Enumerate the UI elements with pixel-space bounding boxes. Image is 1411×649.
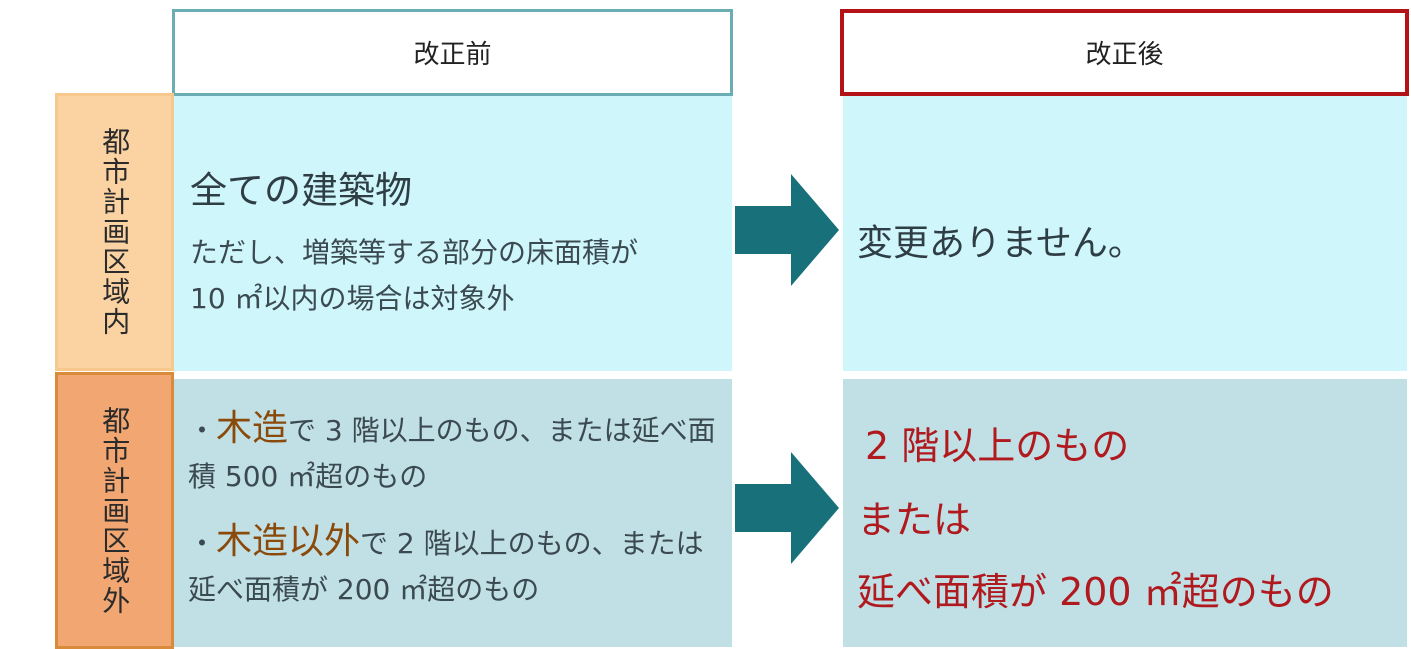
outer-after-line-1: 2 階以上のもの [865, 424, 1130, 468]
row-label-outer-text: 都市計画区域外 [98, 405, 132, 616]
inner-before-main: 全ての建築物 [190, 169, 412, 212]
arrow-right-icon [735, 452, 839, 564]
row-label-inner: 都市計画区域内 [55, 93, 174, 371]
outer-after-line-3: 延べ面積が 200 ㎡超のもの [857, 570, 1334, 614]
inner-before-note-line2: 10 ㎡以内の場合は対象外 [190, 282, 515, 315]
cell-outer-after: 2 階以上のもの または 延べ面積が 200 ㎡超のもの [843, 379, 1407, 647]
arrow-right-icon [735, 174, 839, 286]
row-label-outer: 都市計画区域外 [55, 372, 174, 649]
row-label-inner-text: 都市計画区域内 [98, 127, 132, 337]
bullet-1-text: で 3 階以上のもの、または延べ面積 500 ㎡超のもの [188, 414, 716, 493]
cell-inner-before: 全ての建築物 ただし、増築等する部分の床面積が 10 ㎡以内の場合は対象外 [174, 96, 732, 371]
bullet-1-highlight: 木造 [216, 408, 289, 449]
outer-after-line-2: または [857, 498, 972, 542]
cell-inner-after: 変更ありません。 [843, 96, 1407, 371]
inner-before-note: ただし、増築等する部分の床面積が 10 ㎡以内の場合は対象外 [190, 230, 638, 322]
cell-outer-before: ・木造で 3 階以上のもの、または延べ面積 500 ㎡超のもの ・木造以外で 2… [174, 379, 732, 647]
bullet-1-mark: ・ [188, 414, 217, 447]
bullet-2-mark: ・ [188, 527, 217, 560]
inner-before-note-line1: ただし、増築等する部分の床面積が [190, 236, 639, 269]
header-before-label: 改正前 [413, 40, 492, 70]
outer-before-bullet-2: ・木造以外で 2 階以上のもの、または延べ面積が 200 ㎡超のもの [188, 519, 718, 613]
inner-after-text: 変更ありません。 [857, 223, 1144, 264]
bullet-2-highlight: 木造以外 [216, 521, 361, 562]
header-after: 改正後 [840, 9, 1409, 96]
header-after-label: 改正後 [1085, 40, 1164, 70]
outer-before-bullet-1: ・木造で 3 階以上のもの、または延べ面積 500 ㎡超のもの [188, 406, 718, 500]
header-before: 改正前 [172, 9, 733, 96]
bullet-2-text: で 2 階以上のもの、または延べ面積が 200 ㎡超のもの [188, 527, 704, 606]
